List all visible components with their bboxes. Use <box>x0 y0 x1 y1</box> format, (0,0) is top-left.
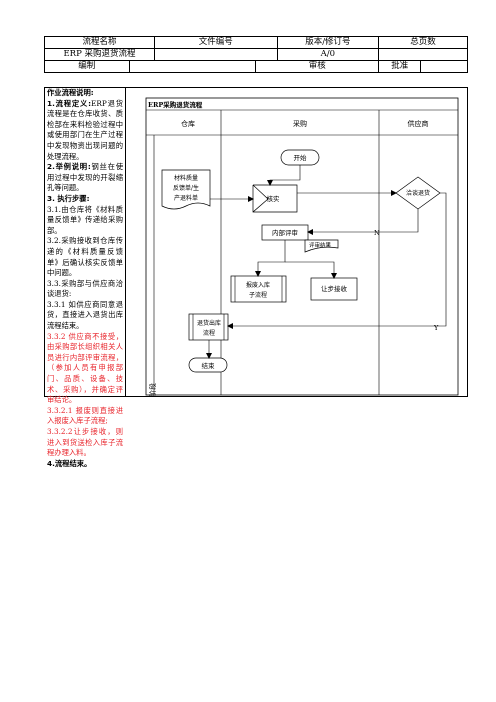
node-verify-label: 核实 <box>267 194 281 203</box>
phase-label: 阶段 <box>148 383 157 397</box>
step-3-3-2-1: 3.3.2.1 报废则直接进入报废入库子流程; <box>47 405 123 426</box>
flowchart-frame <box>145 97 459 396</box>
node-review-result-label: 评审结果 <box>309 241 332 249</box>
connector-negotiate-review <box>307 209 419 235</box>
definition-paragraph: 1.流程定义:ERP退货流程是在仓库收货、质检部在来料检验过程中或使用部门在生产… <box>47 99 123 163</box>
node-document <box>161 169 211 210</box>
step-3-3: 3.3.采购部与供应商洽谈退货: <box>47 278 123 299</box>
header-table: 流程名称 文件编号 版本/修订号 总页数 ERP 采购退货流程 A/0 编制 审… <box>44 36 468 73</box>
connector-negotiate-return <box>227 192 447 329</box>
lane-warehouse: 仓库 <box>181 119 195 128</box>
node-document-line2: 反馈单/生 <box>173 184 199 192</box>
node-review-label: 内部评审 <box>272 228 298 237</box>
step-3-3-2: 3.3.2 供应商不接受，由采购部长组织相关人员进行内部评审流程，（参加人员有申… <box>47 331 123 405</box>
label-no: N <box>374 229 380 237</box>
connector-start-verify <box>267 165 301 186</box>
flowchart-title: ERP采购退货流程 <box>148 100 203 109</box>
example-text: 钢丝在使用过程中发现的开裂缩孔等问题。 <box>47 162 123 193</box>
node-scrap-line2: 子流程 <box>249 291 267 299</box>
chart-top-line <box>125 87 468 88</box>
lane-supplier: 供应商 <box>408 119 429 128</box>
connector-review-scrap <box>255 240 286 277</box>
node-review-result <box>304 239 339 253</box>
description-title: 作业流程说明: <box>47 88 94 97</box>
header-cell-approved <box>420 60 468 73</box>
node-return-out-line1: 退货出库 <box>197 319 221 327</box>
label-yes: Y <box>433 324 439 332</box>
process-end-label: 4.流程结束。 <box>47 458 92 468</box>
lane-purchasing: 采购 <box>293 119 307 128</box>
step-3-2: 3.2.采购接收到仓库传递的《材料质量反馈单》后确认核实反馈单中问题。 <box>47 236 123 278</box>
example-label: 2.举例说明: <box>47 162 91 172</box>
process-description: 作业流程说明: 1.流程定义:ERP退货流程是在仓库收货、质检部在来料检验过程中… <box>47 88 123 469</box>
step-3-3-1: 3.3.1 如供应商同意退货，直接进入退货出库流程结束。 <box>47 299 123 331</box>
definition-label: 1.流程定义: <box>47 98 92 108</box>
example-paragraph: 2.举例说明:钢丝在使用过程中发现的开裂缩孔等问题。 <box>47 162 123 194</box>
node-verify <box>252 184 298 213</box>
node-negotiate-label: 洽谈退货 <box>406 189 430 197</box>
node-document-line3: 产退料单 <box>174 194 198 202</box>
node-document-line1: 材料质量 <box>174 174 198 182</box>
step-3-1: 3.1.由仓库将《材料质量反馈单》传递给采购部。 <box>47 204 123 235</box>
header-cell-approved-label: 批准 <box>378 60 422 73</box>
column-divider <box>125 87 126 397</box>
node-concession-label: 让步接收 <box>321 284 348 293</box>
node-return-out-line2: 流程 <box>203 329 215 337</box>
node-start-label: 开始 <box>294 153 308 162</box>
node-scrap <box>230 275 287 303</box>
node-scrap-line1: 报废入库 <box>246 281 270 289</box>
connector-review-concession <box>285 261 337 279</box>
header-cell-reviewed-label: 审核 <box>255 60 380 73</box>
steps-label: 3. 执行步骤: <box>47 193 90 203</box>
step-3-3-2-2: 3.3.2.2让步接收，则进入到货送检入库子流程办理入料。 <box>47 427 123 458</box>
header-cell-prepared <box>128 60 257 73</box>
definition-text: ERP退货流程是在仓库收货、质检部在来料检验过程中或使用部门在生产过程中发现物资… <box>47 98 123 161</box>
node-end-label: 结束 <box>202 361 216 370</box>
